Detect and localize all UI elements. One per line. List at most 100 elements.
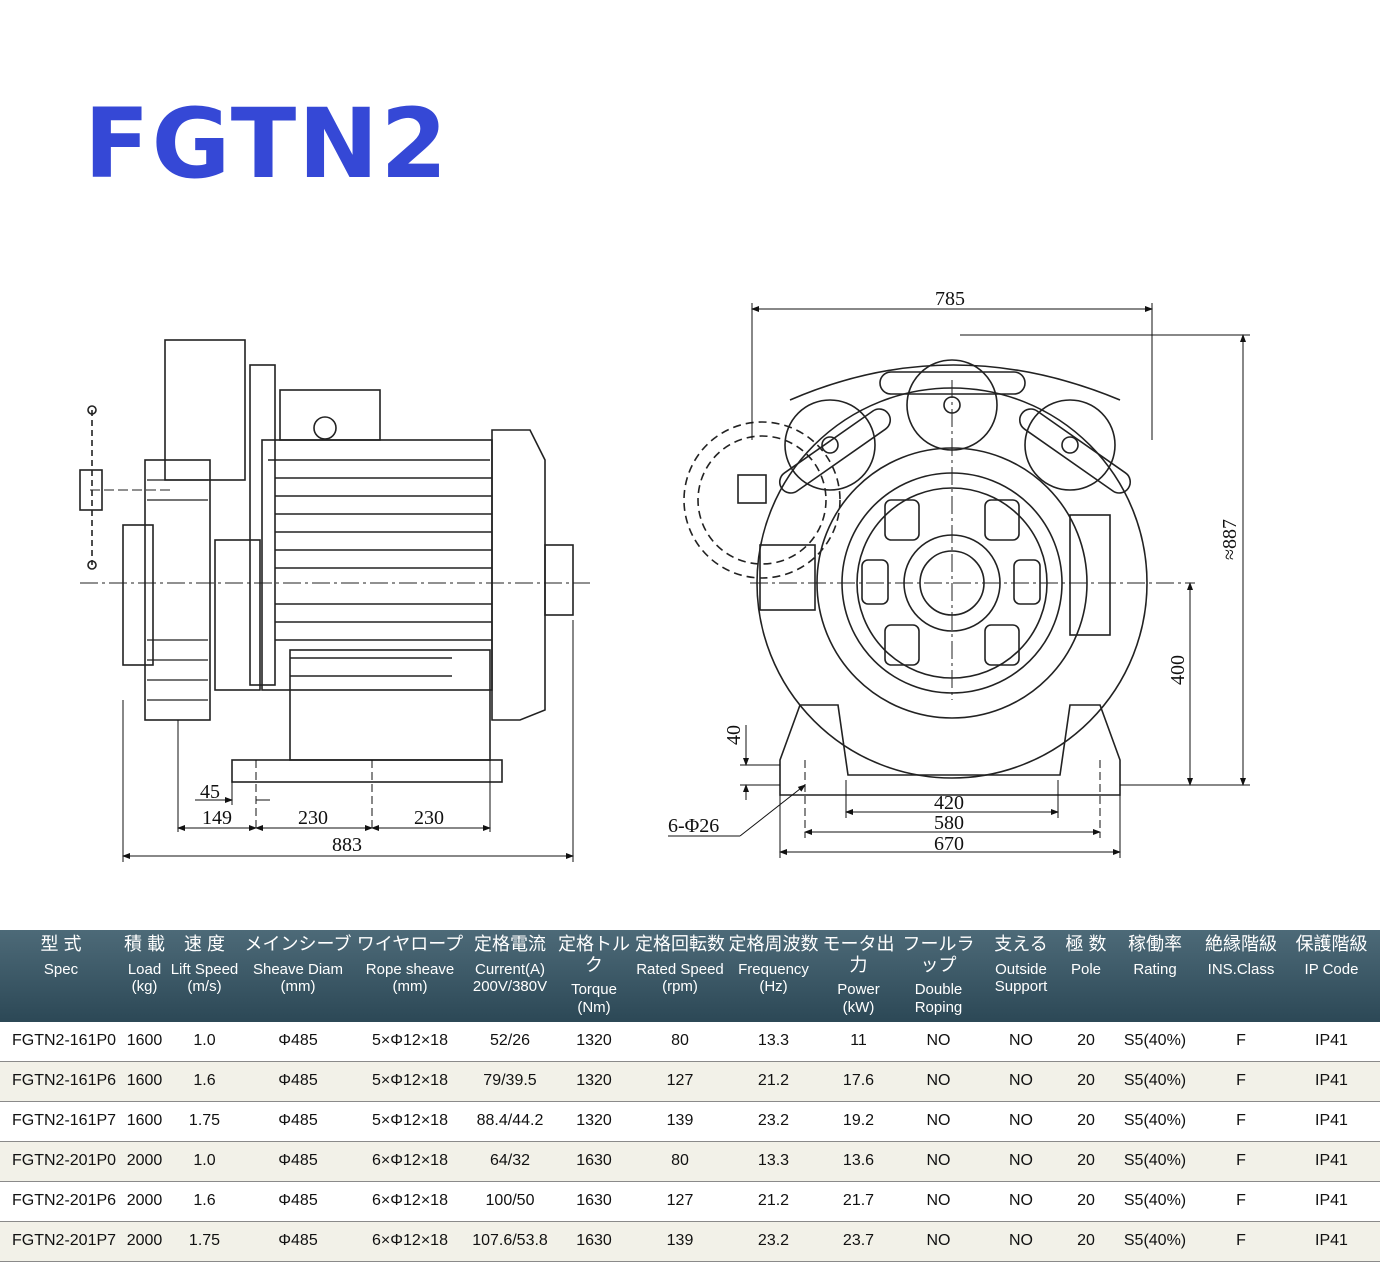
table-cell: S5(40%) <box>1111 1181 1199 1222</box>
col-header-en: IP Code <box>1304 960 1359 978</box>
table-cell: 1630 <box>554 1221 634 1262</box>
table-cell: F <box>1199 1221 1283 1262</box>
table-cell: 23.2 <box>726 1221 821 1262</box>
col-header-jp: 絶縁階級 <box>1205 934 1277 954</box>
table-cell: 64/32 <box>466 1141 554 1182</box>
col-header-en: Torque (Nm) <box>571 981 617 1016</box>
table-cell: 2000 <box>122 1221 167 1262</box>
table-cell: 6×Φ12×18 <box>354 1221 466 1262</box>
table-cell: 2000 <box>122 1141 167 1182</box>
table-cell: Φ485 <box>242 1181 354 1222</box>
table-cell: 20 <box>1061 1181 1111 1222</box>
table-cell: 13.3 <box>726 1021 821 1062</box>
dim-base-420: 420 <box>934 792 964 814</box>
table-cell: S5(40%) <box>1111 1221 1199 1262</box>
table-cell: 20 <box>1061 1221 1111 1262</box>
col-header-en: Lift Speed (m/s) <box>170 960 239 995</box>
col-header-en: Rating <box>1133 960 1177 978</box>
table-cell: 5×Φ12×18 <box>354 1021 466 1062</box>
table-cell: NO <box>896 1221 981 1262</box>
col-header-jp: ワイヤロープ <box>356 934 464 954</box>
col-header: 定格電流 Current(A) 200V/380V <box>466 930 554 1022</box>
col-header-jp: 保護階級 <box>1295 934 1368 954</box>
table-cell: 139 <box>634 1101 726 1142</box>
col-header: 定格周波数 Frequency (Hz) <box>726 930 821 1022</box>
col-header: フールラップ Double Roping <box>896 930 981 1022</box>
col-header-en: Frequency (Hz) <box>738 960 809 995</box>
table-cell: 1.0 <box>167 1141 242 1182</box>
table-cell: 1600 <box>122 1021 167 1062</box>
dim-side-45: 45 <box>200 781 220 803</box>
col-header-en: INS.Class <box>1207 960 1275 978</box>
col-header-en: Outside Support <box>994 960 1048 995</box>
table-cell: Φ485 <box>242 1101 354 1142</box>
table-cell: 17.6 <box>821 1061 896 1102</box>
table-cell: NO <box>896 1101 981 1142</box>
table-cell: FGTN2-161P6 <box>0 1061 122 1102</box>
dim-side-149: 149 <box>202 807 232 829</box>
table-cell: NO <box>981 1221 1061 1262</box>
table-cell: Φ485 <box>242 1061 354 1102</box>
table-cell: 21.2 <box>726 1061 821 1102</box>
col-header-jp: 定格回転数 <box>635 934 725 954</box>
col-header-jp: 支える <box>994 934 1048 954</box>
table-cell: 23.2 <box>726 1101 821 1142</box>
col-header-en: Sheave Diam (mm) <box>252 960 344 995</box>
dim-holes: 6-Φ26 <box>668 815 719 837</box>
table-cell: 1630 <box>554 1181 634 1222</box>
dim-side-230a: 230 <box>298 807 328 829</box>
col-header: 保護階級 IP Code <box>1283 930 1380 1022</box>
col-header-jp: フールラップ <box>902 934 975 975</box>
col-header-jp: 定格電流 <box>474 934 546 954</box>
table-cell: 6×Φ12×18 <box>354 1181 466 1222</box>
col-header-jp: 定格周波数 <box>728 934 819 954</box>
table-cell: 2000 <box>122 1181 167 1222</box>
table-cell: F <box>1199 1021 1283 1062</box>
table-cell: 80 <box>634 1141 726 1182</box>
col-header-en: Current(A) 200V/380V <box>472 960 548 995</box>
table-cell: 127 <box>634 1181 726 1222</box>
page-title: FGTN2 <box>84 88 450 200</box>
table-cell: S5(40%) <box>1111 1021 1199 1062</box>
table-cell: 5×Φ12×18 <box>354 1061 466 1102</box>
table-cell: 52/26 <box>466 1021 554 1062</box>
table-cell: 1.75 <box>167 1101 242 1142</box>
table-cell: 1320 <box>554 1021 634 1062</box>
col-header-en: Double Roping <box>914 981 963 1016</box>
col-header-en: Spec <box>43 960 79 978</box>
col-header: 型 式 Spec <box>0 930 122 1022</box>
table-cell: 23.7 <box>821 1221 896 1262</box>
dim-height-887: ≈887 <box>1219 519 1241 560</box>
dim-axis-400: 400 <box>1167 655 1189 685</box>
table-cell: FGTN2-201P0 <box>0 1141 122 1182</box>
col-header-jp: 型 式 <box>40 934 82 954</box>
table-cell: NO <box>896 1181 981 1222</box>
table-cell: S5(40%) <box>1111 1141 1199 1182</box>
table-cell: IP41 <box>1283 1181 1380 1222</box>
table-cell: 1320 <box>554 1061 634 1102</box>
table-cell: NO <box>896 1021 981 1062</box>
table-cell: F <box>1199 1061 1283 1102</box>
table-cell: 20 <box>1061 1101 1111 1142</box>
table-cell: NO <box>981 1181 1061 1222</box>
table-cell: IP41 <box>1283 1141 1380 1182</box>
table-cell: F <box>1199 1181 1283 1222</box>
col-header-jp: 定格トルク <box>558 934 630 975</box>
table-cell: IP41 <box>1283 1021 1380 1062</box>
col-header: 絶縁階級 INS.Class <box>1199 930 1283 1022</box>
table-cell: NO <box>981 1141 1061 1182</box>
table-cell: 1.75 <box>167 1221 242 1262</box>
